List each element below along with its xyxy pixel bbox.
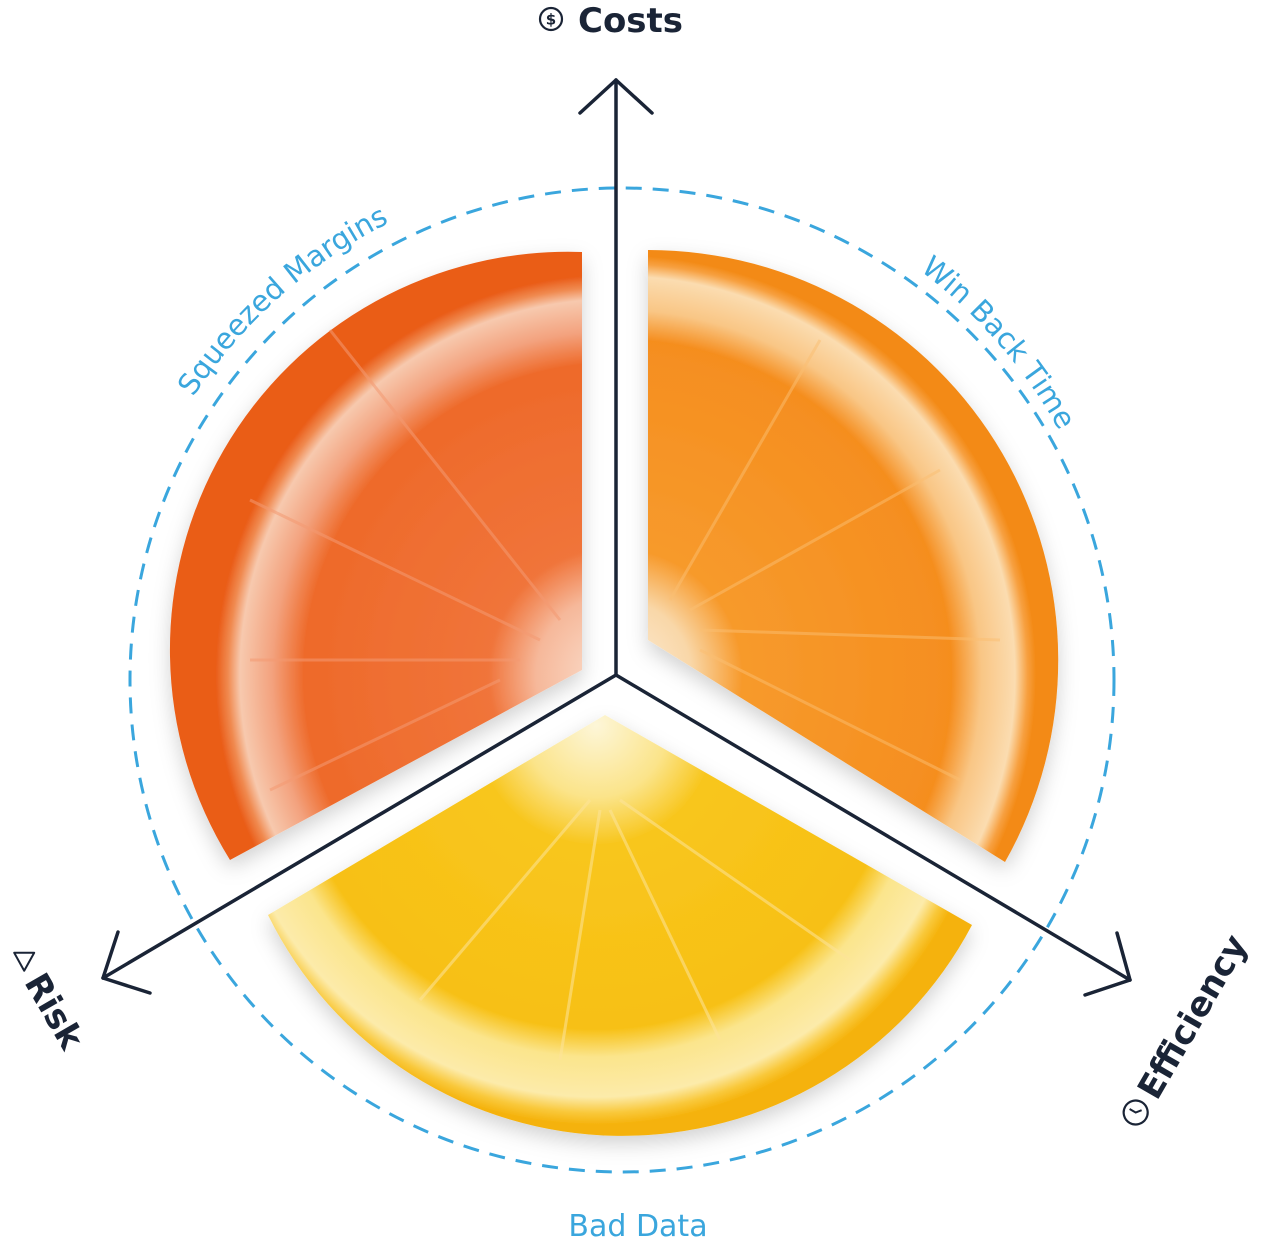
dashed-ring [128, 186, 1116, 1174]
clock-icon [1122, 1099, 1149, 1126]
efficiency-label-group: Efficiency [1122, 928, 1256, 1126]
bad-data-label: Bad Data [568, 1209, 707, 1244]
risk-axis-label: Risk [16, 967, 92, 1058]
warning-triangle-icon [13, 951, 36, 972]
costs-arrowhead-icon [578, 78, 654, 115]
costs-axis-label: Costs [578, 1, 683, 41]
segment-win-back-time [648, 249, 1059, 863]
svg-text:$: $ [546, 11, 556, 29]
risk-axis [101, 673, 618, 980]
efficiency-axis [614, 673, 1132, 982]
risk-arrowhead-icon [101, 930, 152, 995]
costs-label-group: $ Costs [538, 1, 683, 41]
blood-orange-slice [169, 251, 582, 861]
segment-bad-data [268, 715, 972, 1136]
dollar-circle-icon: $ [538, 6, 564, 32]
orange-slice [648, 249, 1059, 863]
efficiency-arrowhead-icon [1083, 931, 1132, 997]
segment-squeezed-margins [169, 251, 582, 861]
risk-label-group: Risk [13, 951, 92, 1058]
lemon-slice [268, 715, 972, 1136]
efficiency-axis-label: Efficiency [1130, 928, 1256, 1106]
axes [101, 78, 1132, 997]
